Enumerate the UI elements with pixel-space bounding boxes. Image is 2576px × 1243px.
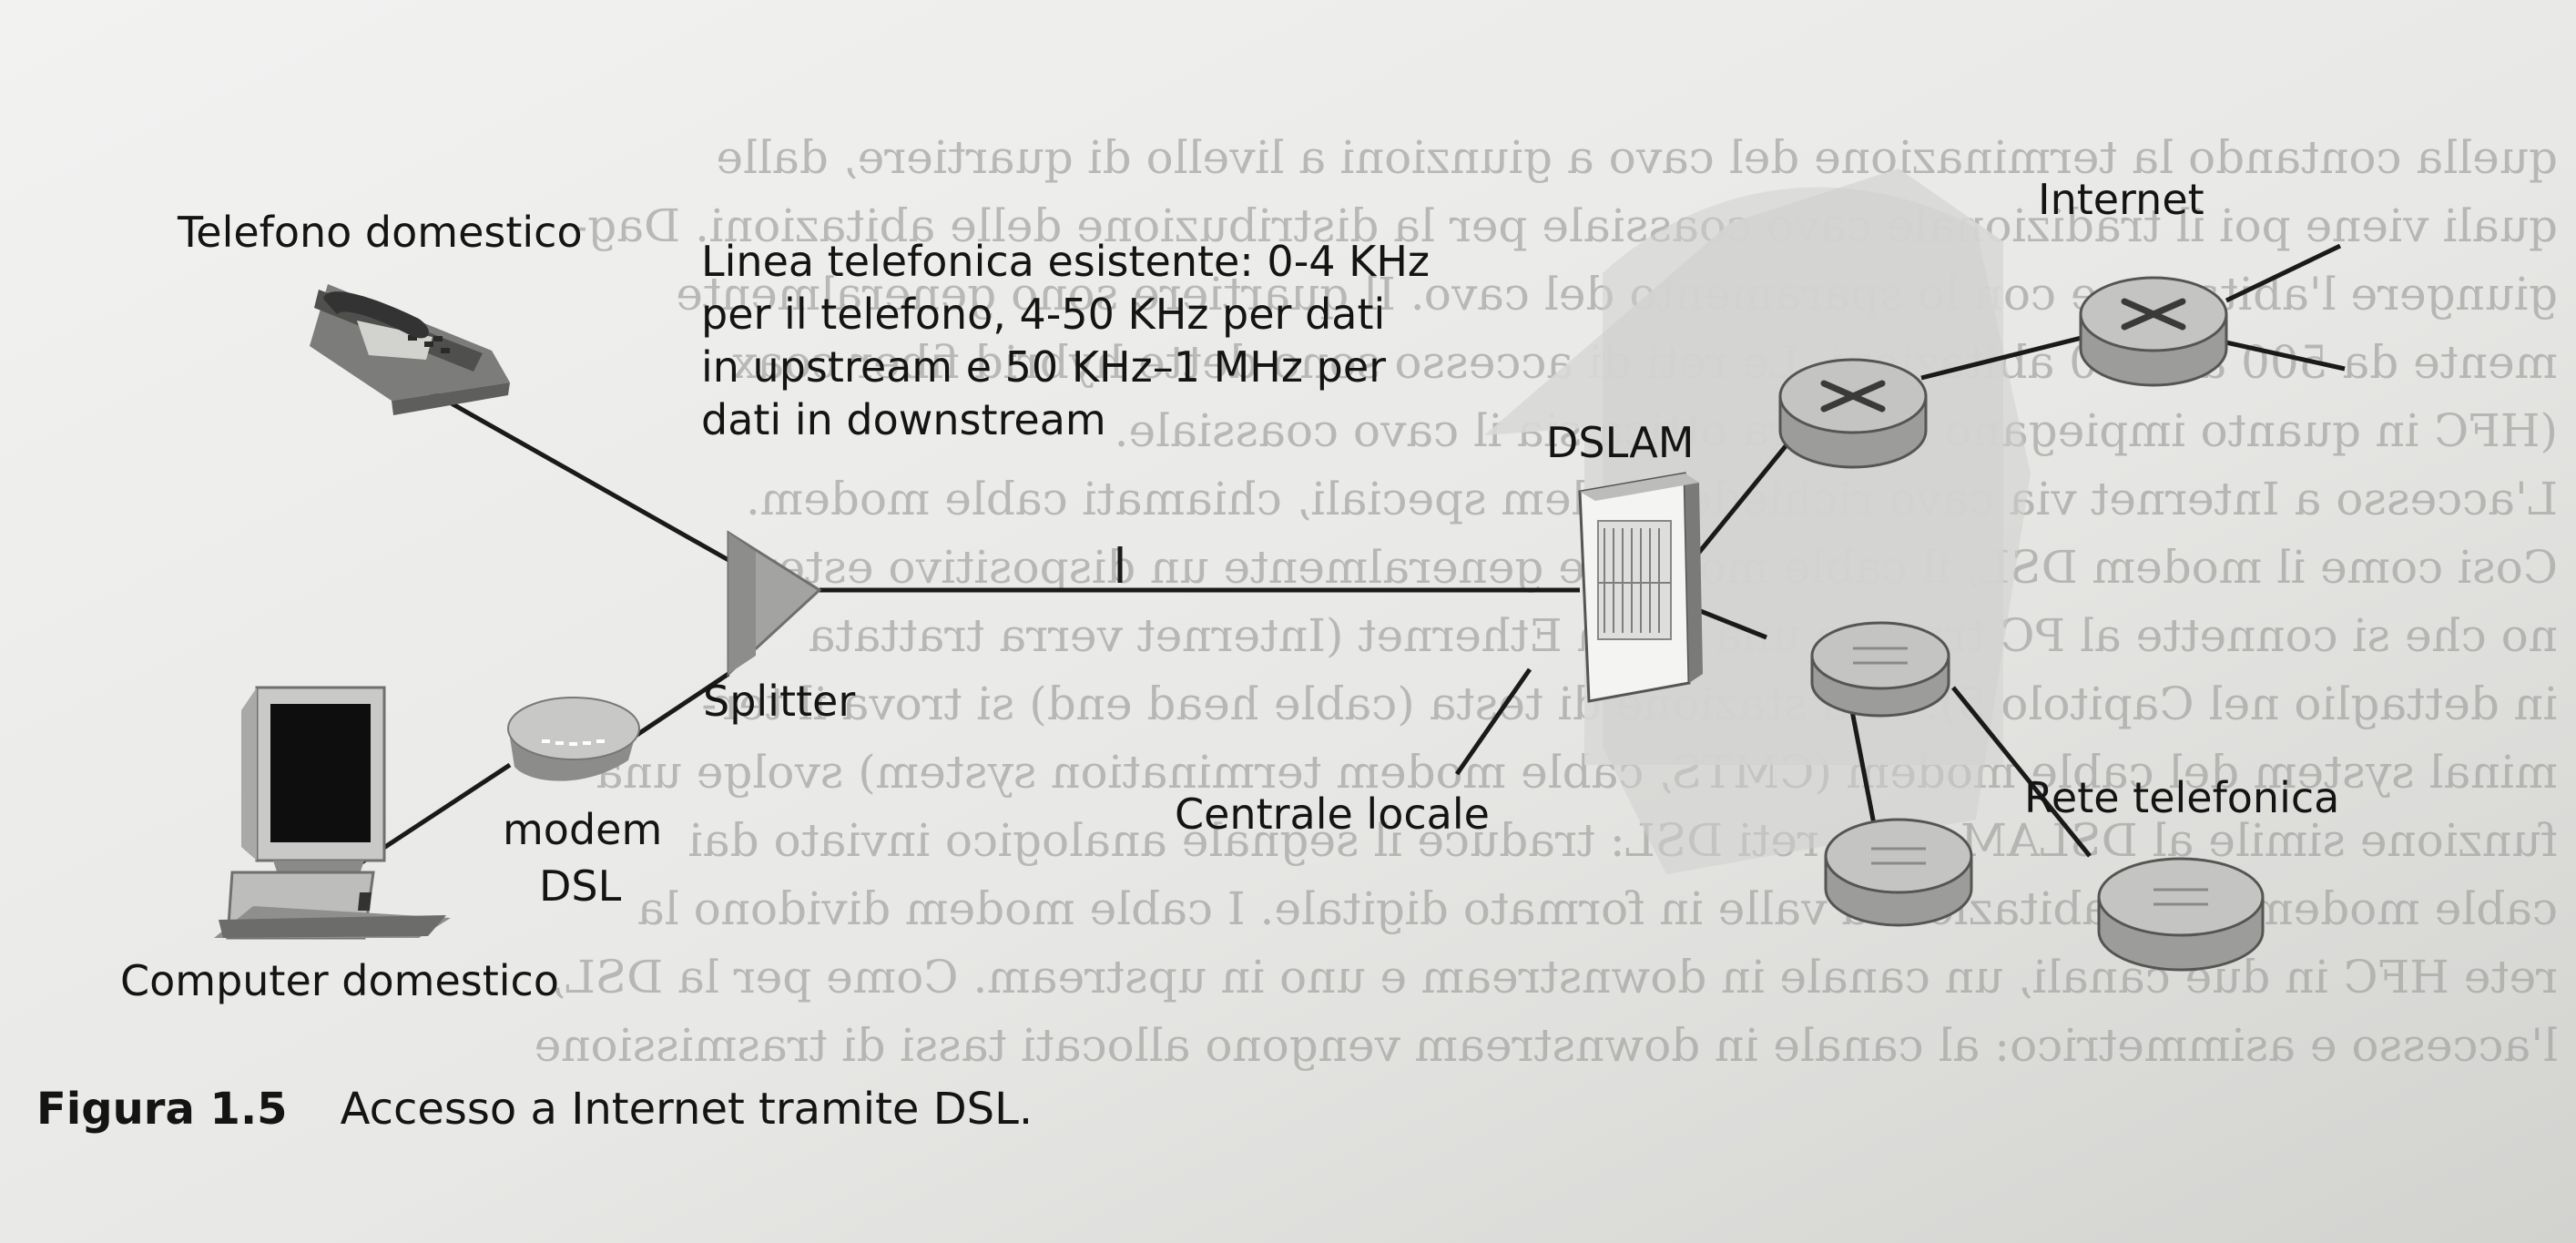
dsl-modem-icon	[507, 697, 640, 781]
bleed-through-line: cable modem delle abitazioni a valle in …	[637, 882, 2558, 935]
figure-number: Figura 1.5	[36, 1084, 288, 1135]
home-computer-label: Computer domestico	[120, 956, 559, 1005]
internet-label: Internet	[2038, 175, 2204, 224]
splitter-label: Splitter	[703, 677, 856, 726]
bleed-through-line: l'accesso e asimmetrico: al canale in do…	[535, 1019, 2558, 1072]
bleed-through-line: minal system del cable modem (CMTS, cabl…	[596, 746, 2558, 799]
router-icon	[2079, 276, 2228, 387]
figure-caption: Figura 1.5 Accesso a Internet tramite DSL…	[36, 1084, 1033, 1135]
dsl-label: DSL	[539, 861, 622, 911]
central-office-label: Centrale locale	[1175, 790, 1490, 839]
modem-label: modem	[503, 805, 663, 854]
line-description-line: Linea telefonica esistente: 0-4 KHz	[701, 237, 1431, 286]
home-phone-label: Telefono domestico	[178, 208, 583, 257]
connection-lines	[349, 243, 2346, 872]
bleed-through-line: quali viene poi il tradizionale cavo coa…	[572, 199, 2558, 252]
router-icon	[1810, 621, 1950, 718]
dslam-label: DSLAM	[1546, 418, 1695, 467]
line-description-line: dati in downstream	[701, 395, 1106, 444]
telephone-icon	[310, 284, 510, 415]
router-icon	[1824, 818, 1973, 927]
phone-network-label: Rete telefonica	[2024, 773, 2340, 822]
bleed-through-line: quella contando la terminazione del cavo…	[716, 131, 2558, 184]
line-description: Linea telefonica esistente: 0-4 KHz per …	[701, 235, 1430, 446]
figure-title: Accesso a Internet tramite DSL.	[340, 1084, 1033, 1135]
splitter-icon	[727, 530, 822, 678]
line-description-line: per il telefono, 4-50 KHz per dati	[701, 290, 1386, 339]
router-icon	[2097, 857, 2265, 972]
router-icon	[1778, 358, 1928, 469]
line-description-line: in upstream e 50 KHz–1 MHz per	[701, 342, 1387, 392]
bleed-through-line: funzione simile al DSLAM nelle reti DSL:…	[688, 814, 2558, 867]
dslam-icon	[1578, 472, 1703, 703]
computer-icon	[214, 686, 451, 940]
bleed-through-line: rete HFC in due canali, un canale in dow…	[551, 951, 2558, 1004]
